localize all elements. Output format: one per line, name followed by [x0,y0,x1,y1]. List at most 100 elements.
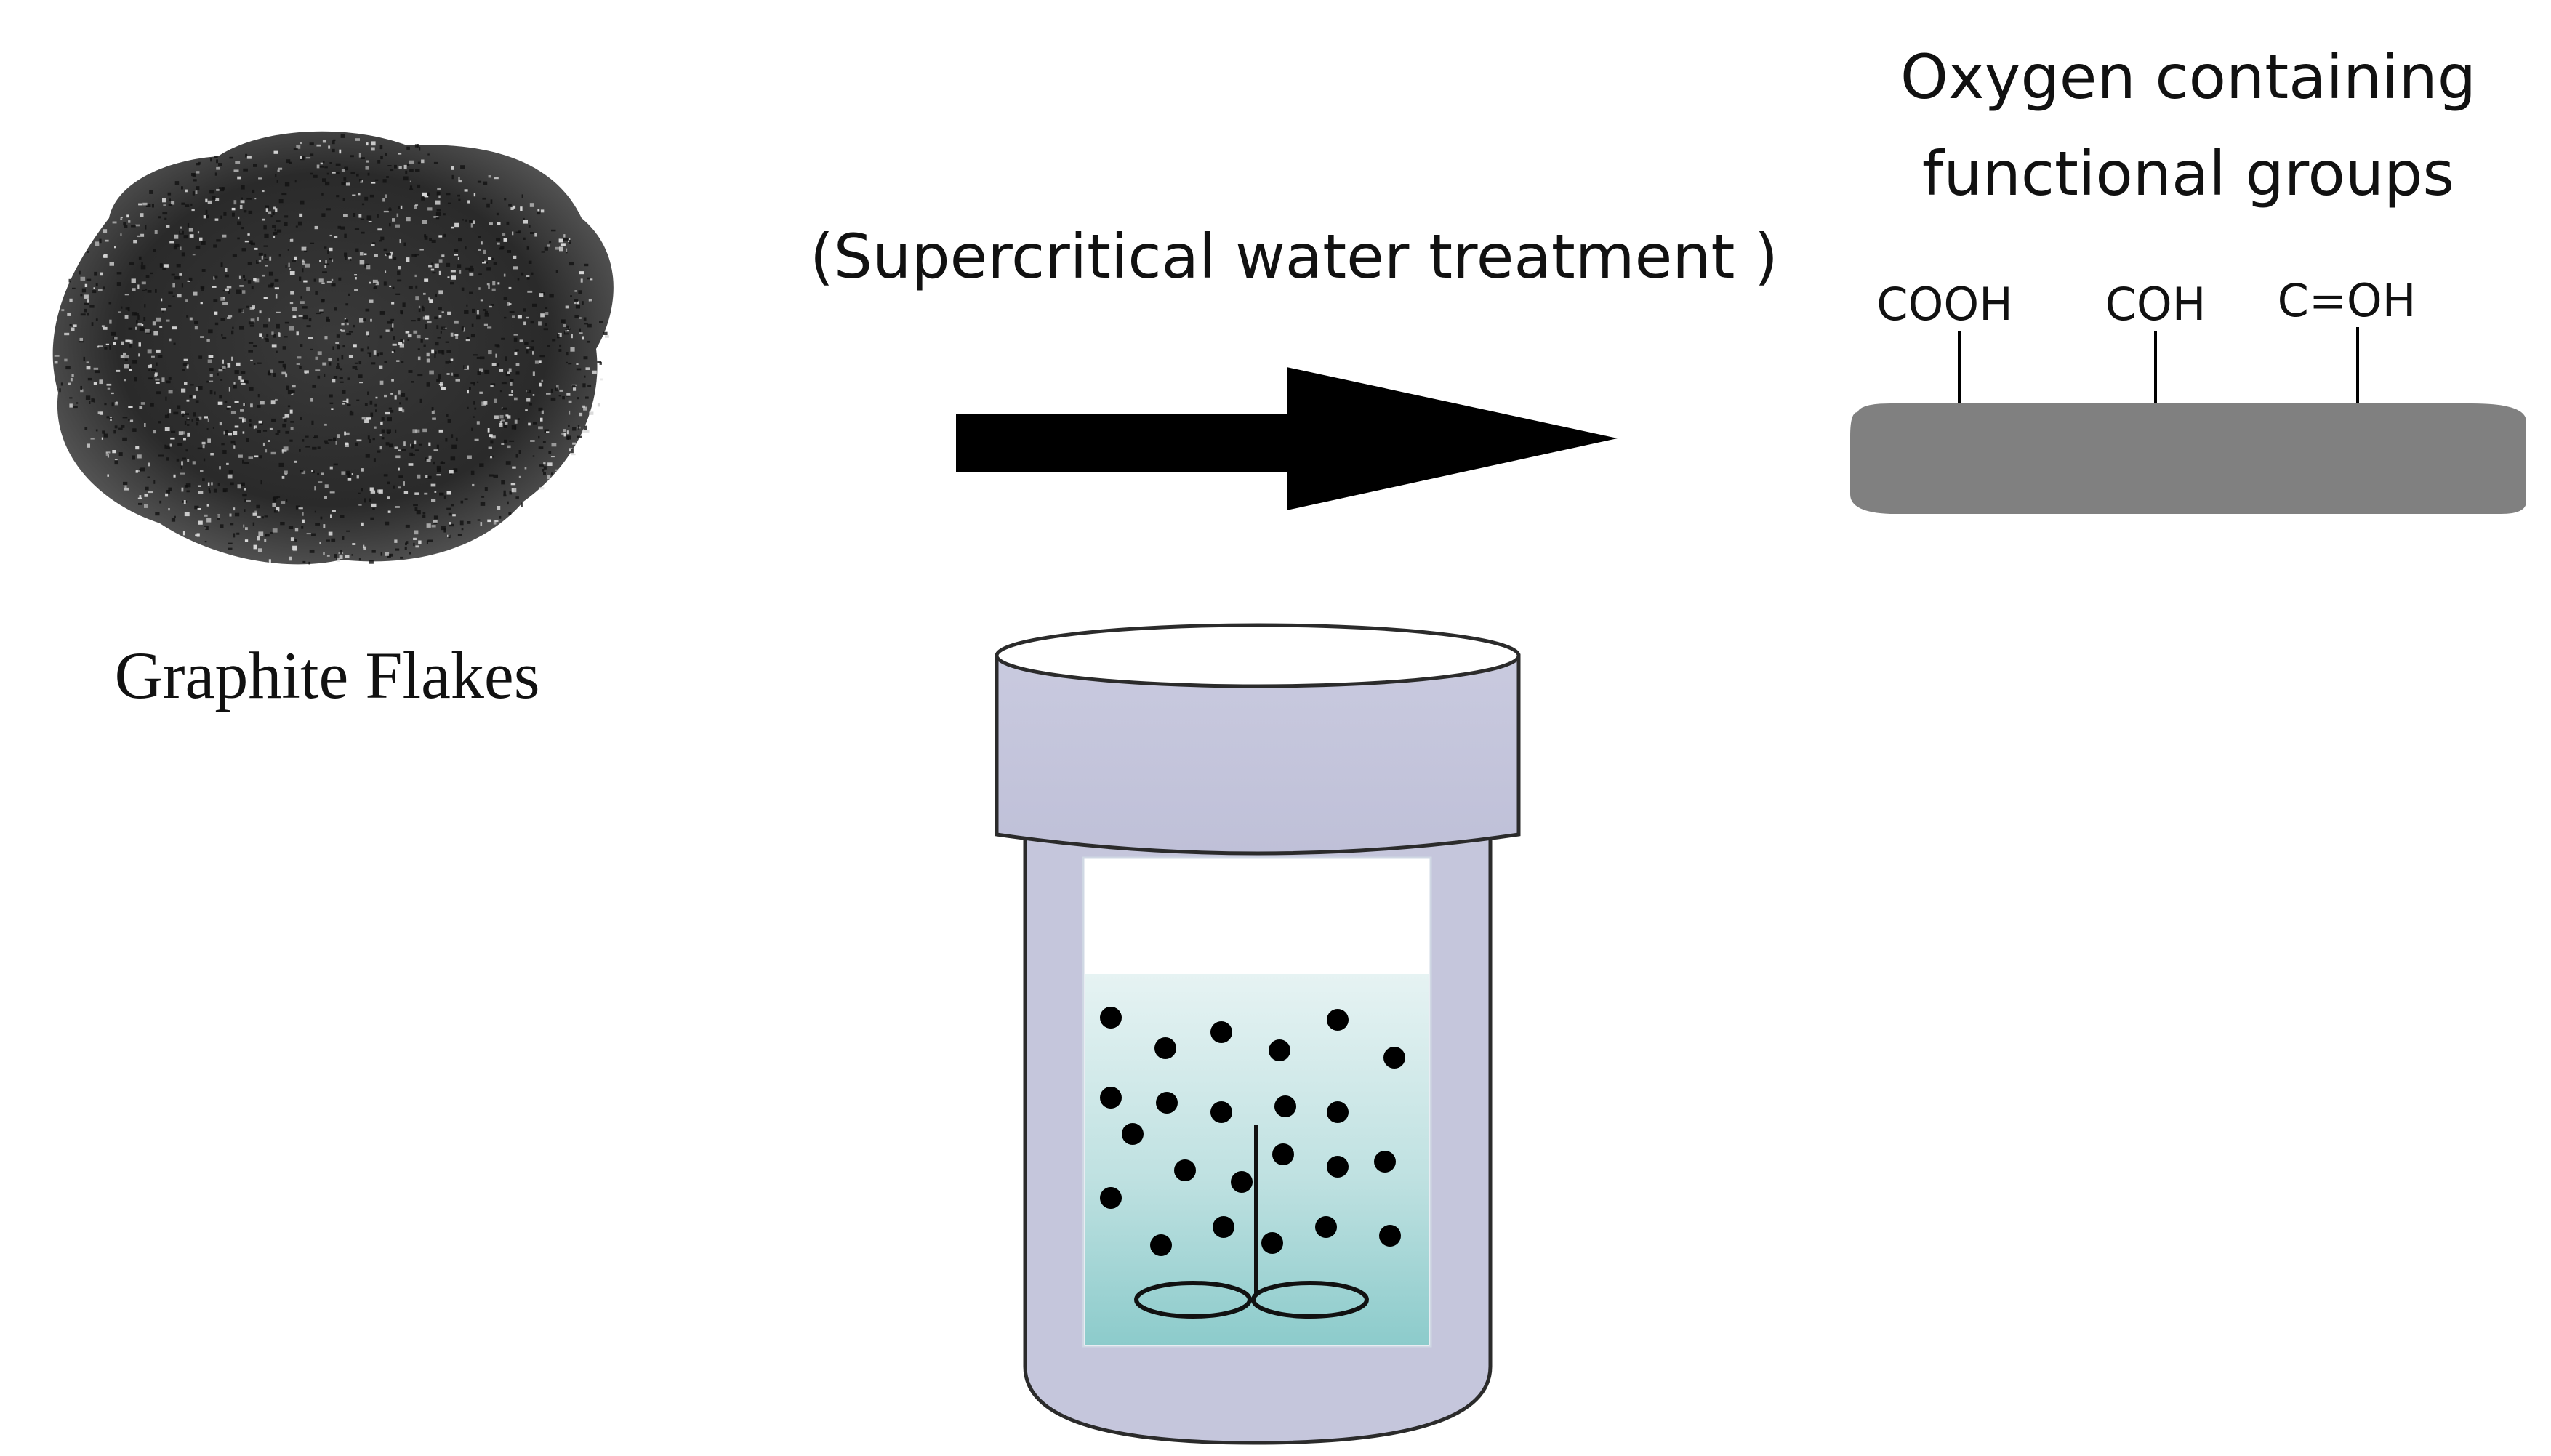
graphite-speckle [537,211,541,215]
graphite-speckle [473,401,475,405]
graphite-speckle [300,156,302,159]
graphite-speckle [485,310,488,314]
graphite-speckle [337,345,340,350]
graphite-speckle [411,254,417,257]
graphite-speckle [289,271,295,275]
graphite-speckle [367,172,370,176]
graphite-speckle [292,385,296,388]
graphite-speckle [326,208,331,211]
graphite-speckle [141,281,146,285]
graphite-speckle [427,207,433,211]
graphite-speckle [566,393,571,396]
graphite-speckle [194,505,199,510]
graphite-speckle [447,276,450,278]
graphite-speckle [426,523,431,528]
graphite-speckle [528,225,531,228]
graphite-speckle [415,254,419,256]
graphite-speckle [401,449,406,451]
graphite-particle [1210,1101,1232,1123]
graphite-speckle [508,286,512,289]
graphite-speckle [450,358,454,361]
graphite-speckle [289,268,292,270]
graphite-speckle [339,149,342,154]
graphite-speckle [254,510,257,514]
graphite-speckle [84,308,87,313]
graphite-speckle [190,203,193,206]
graphite-speckle [443,213,446,216]
graphite-speckle [348,331,353,333]
graphite-speckle [389,443,393,448]
graphite-speckle [155,378,160,381]
graphite-speckle [455,334,459,339]
graphite-particle [1231,1171,1253,1193]
graphite-speckle [157,355,163,358]
stirrer-blade-right [1251,1281,1369,1319]
graphite-speckle [399,239,401,244]
graphite-speckle [389,285,392,287]
graphite-speckle [286,499,288,502]
graphite-speckle [203,215,206,219]
graphite-speckle [546,393,551,395]
graphite-speckle [158,454,164,457]
graphite-speckle [497,506,501,510]
graphite-speckle [537,209,540,212]
graphite-speckle [398,153,402,155]
graphite-speckle [375,409,377,412]
graphite-speckle [302,259,305,262]
graphite-speckle [196,422,199,426]
graphite-speckle [514,397,518,401]
graphite-speckle [415,296,419,301]
graphite-speckle [367,391,369,395]
graphite-speckle [356,475,359,479]
graphite-speckle [174,234,179,239]
graphite-speckle [349,411,354,416]
graphite-speckle [395,455,401,459]
graphite-speckle [331,283,336,287]
graphite-speckle [331,538,336,542]
graphite-speckle [541,251,545,253]
graphite-speckle [228,542,233,544]
graphite-speckle [69,324,72,326]
graphite-speckle [371,503,377,507]
graphite-speckle [196,186,200,190]
graphite-speckle [346,322,349,326]
graphite-speckle [144,423,146,427]
graphite-speckle [445,438,448,442]
graphite-speckle [276,220,281,222]
graphite-speckle [265,534,267,537]
graphite-speckle [87,251,89,253]
graphite-speckle [103,229,108,233]
graphite-speckle [277,169,280,172]
graphite-speckle [289,326,294,331]
graphite-speckle [140,213,144,217]
graphite-speckle [311,470,313,472]
graphite-speckle [268,559,271,563]
graphite-speckle [416,334,421,339]
graphite-speckle [470,334,475,338]
graphite-speckle [501,337,505,340]
graphite-speckle [541,410,544,414]
graphite-speckle [155,382,160,384]
graphite-speckle [265,338,269,342]
graphite-speckle [431,499,436,502]
graphite-speckle [494,398,497,403]
graphite-speckle [544,429,549,433]
graphite-speckle [425,457,427,461]
graphite-speckle [207,438,211,443]
graphite-speckle [173,342,176,345]
graphite-speckle [449,470,454,474]
graphite-speckle [76,402,79,404]
graphite-speckle [496,212,499,216]
graphite-speckle [584,323,588,325]
graphite-speckle [278,361,284,364]
graphite-speckle [478,273,482,275]
graphite-speckle [563,324,566,327]
graphite-speckle [406,146,410,150]
graphite-particle [1327,1156,1349,1178]
graphite-speckle [414,204,419,206]
graphite-speckle [344,181,348,183]
graphite-speckle [103,433,108,438]
graphite-speckle [329,394,333,398]
graphite-speckle [599,361,602,365]
